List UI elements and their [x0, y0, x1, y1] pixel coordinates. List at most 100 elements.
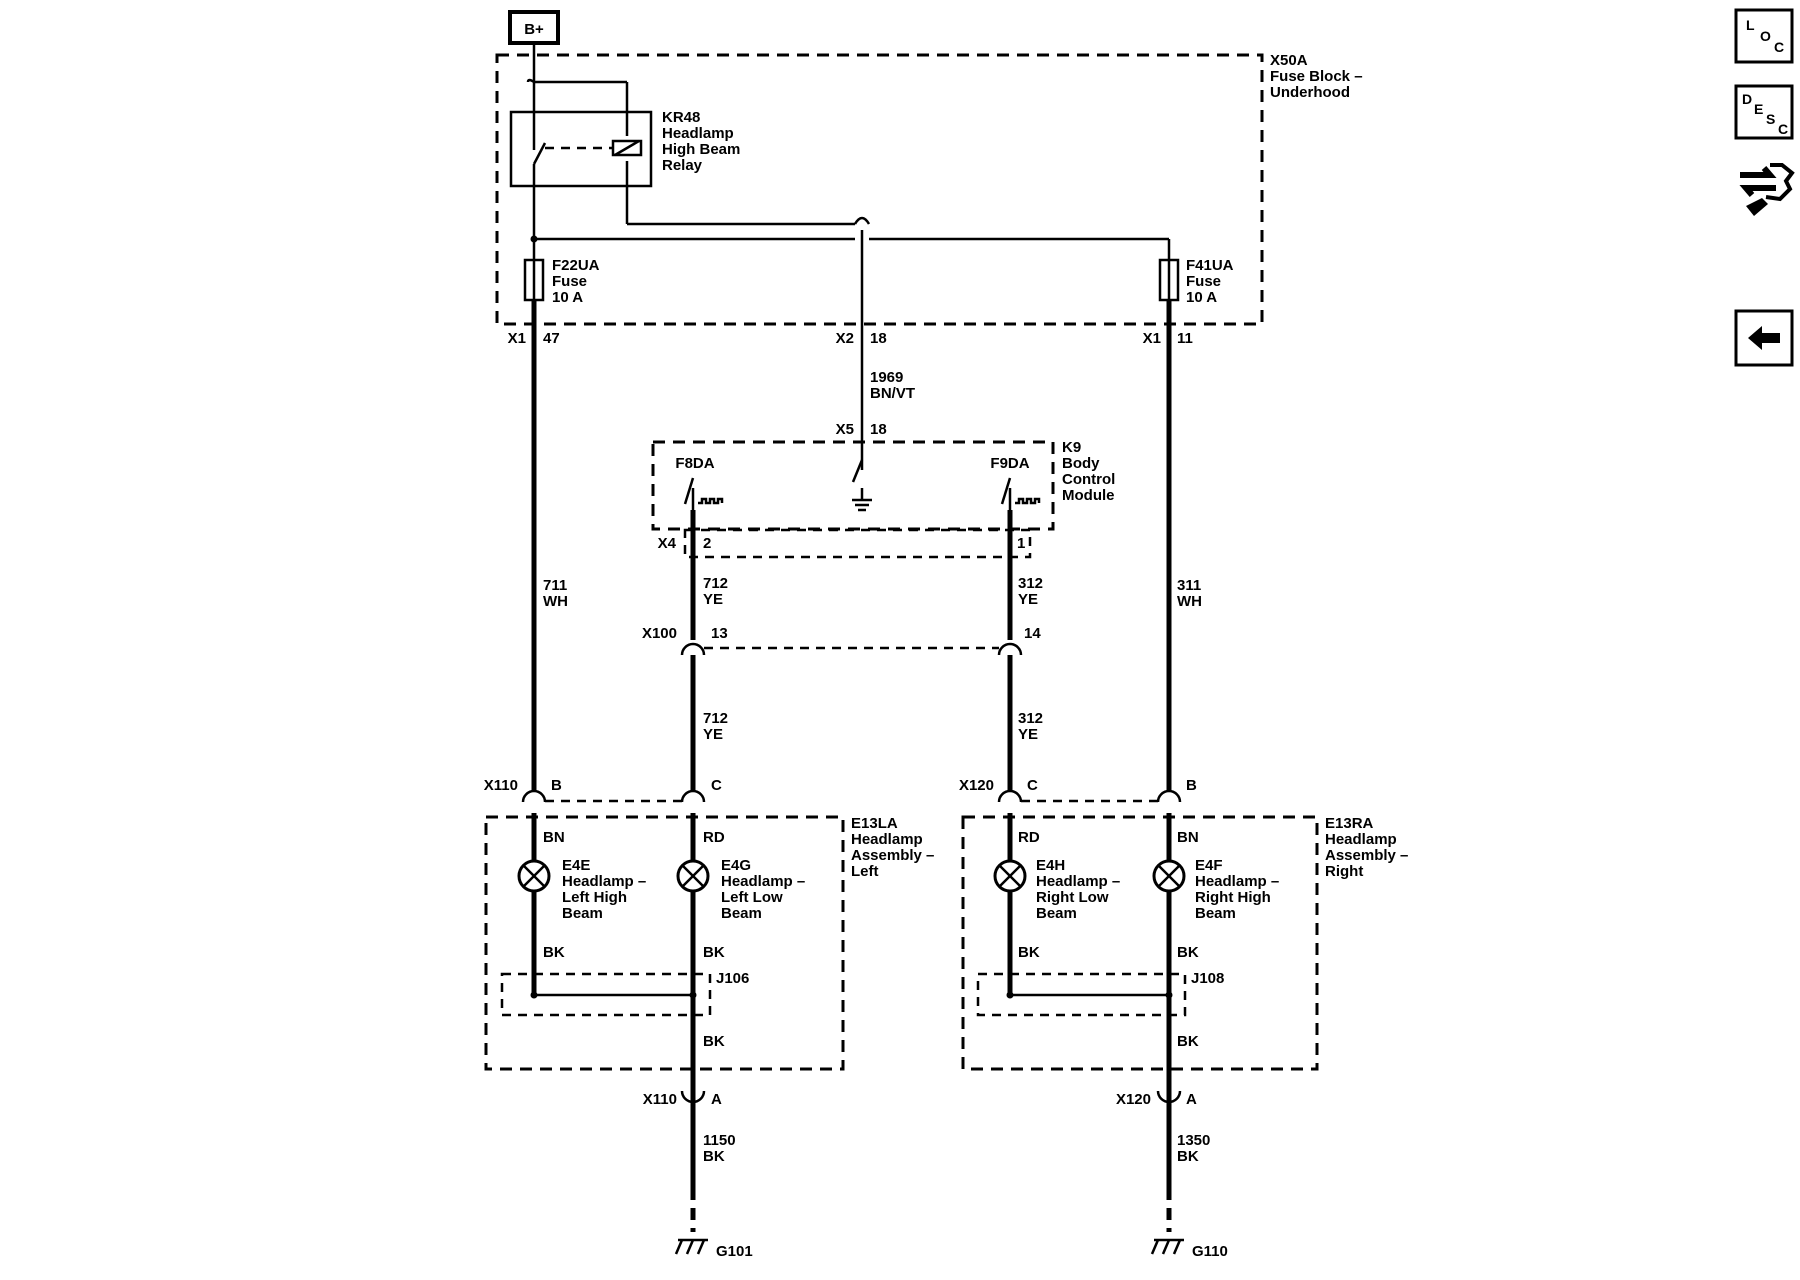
fuse-right-rating: 10 A: [1186, 289, 1217, 306]
headlamp-high-beam-relay: KR48 Headlamp High Beam Relay: [509, 109, 740, 188]
left-low-beam-lamp: E4G Headlamp – Left Low Beam: [676, 857, 805, 922]
wire-labels: 711 WH 712 YE 312 YE 311 WH 712 YE 312 Y…: [543, 575, 1202, 743]
svg-text:BN: BN: [1177, 829, 1199, 846]
right-low-beam-lamp: E4H Headlamp – Right Low Beam: [993, 857, 1120, 922]
bcm-x4-pins: X4 2 1: [658, 535, 1026, 552]
svg-text:BK: BK: [1177, 1148, 1199, 1165]
svg-text:WH: WH: [543, 593, 568, 610]
description-button[interactable]: D E S C: [1734, 84, 1794, 140]
left-high-beam-lamp: E4E Headlamp – Left High Beam: [517, 857, 646, 922]
battery-supply: B+: [508, 10, 560, 45]
svg-text:E13LA: E13LA: [851, 815, 898, 832]
svg-text:D: D: [1742, 91, 1752, 107]
svg-text:E4E: E4E: [562, 857, 590, 874]
fuse-block-label: X50A Fuse Block – Underhood: [1270, 52, 1363, 101]
location-button[interactable]: L O C: [1734, 8, 1794, 64]
connector-x120: X120 C B: [959, 777, 1197, 803]
svg-text:YE: YE: [1018, 726, 1038, 743]
svg-text:O: O: [1760, 28, 1771, 44]
svg-text:Right Low: Right Low: [1036, 889, 1109, 906]
svg-text:S: S: [1766, 111, 1775, 127]
svg-text:1150: 1150: [703, 1132, 736, 1149]
ground-connector-right: X120 A 1350 BK: [1116, 1080, 1210, 1232]
svg-text:Right High: Right High: [1195, 889, 1271, 906]
svg-text:Headlamp –: Headlamp –: [721, 873, 805, 890]
fuse-block-name2: Underhood: [1270, 84, 1350, 101]
bcm-left-driver-label: F8DA: [675, 455, 714, 472]
svg-text:BN: BN: [543, 829, 565, 846]
splice-j108: J108: [976, 970, 1224, 1017]
bcm-x4-connector: [683, 528, 1032, 559]
svg-text:BK: BK: [703, 1033, 725, 1050]
ground-g110: G110: [1150, 1238, 1228, 1260]
svg-text:E4F: E4F: [1195, 857, 1223, 874]
connector-x110: X110 B C: [484, 777, 722, 803]
svg-text:J106: J106: [716, 970, 749, 987]
ground-g101: G101: [674, 1238, 753, 1260]
back-button[interactable]: [1734, 309, 1794, 367]
svg-text:C: C: [711, 777, 722, 794]
svg-text:312: 312: [1018, 710, 1043, 727]
svg-text:312: 312: [1018, 575, 1043, 592]
svg-text:Control: Control: [1062, 471, 1115, 488]
svg-text:712: 712: [703, 710, 728, 727]
relay-name-2: High Beam: [662, 141, 740, 158]
relay-name-3: Relay: [662, 157, 703, 174]
svg-text:Assembly –: Assembly –: [1325, 847, 1408, 864]
svg-text:BK: BK: [1018, 944, 1040, 961]
svg-text:YE: YE: [703, 591, 723, 608]
fuse-block-pins: X1 47 X2 18 X1 11: [508, 330, 1193, 347]
left-assembly-wiring: BN RD BK BK BK: [530, 813, 725, 1080]
right-assembly-label: E13RA Headlamp Assembly – Right: [1325, 815, 1408, 880]
svg-text:311: 311: [1177, 577, 1201, 594]
svg-text:Beam: Beam: [562, 905, 603, 922]
inline-connector-x100: X100 13 14: [642, 625, 1041, 656]
fuse-left-type: Fuse: [552, 273, 587, 290]
svg-text:E4G: E4G: [721, 857, 751, 874]
right-assembly-boundary: [961, 815, 1319, 1071]
main-wires: [531, 300, 1172, 790]
svg-text:C: C: [1778, 121, 1788, 137]
ground-connector-left: X110 A 1150 BK: [643, 1080, 736, 1232]
svg-text:47: 47: [543, 330, 560, 347]
svg-text:WH: WH: [1177, 593, 1202, 610]
svg-text:E13RA: E13RA: [1325, 815, 1374, 832]
svg-text:Headlamp: Headlamp: [851, 831, 923, 848]
svg-text:BK: BK: [703, 944, 725, 961]
svg-text:BN/VT: BN/VT: [870, 385, 915, 402]
fuse-left-id: F22UA: [552, 257, 600, 274]
svg-text:B: B: [1186, 777, 1197, 794]
svg-text:Left: Left: [851, 863, 879, 880]
svg-text:1: 1: [1017, 535, 1025, 552]
svg-text:Headlamp –: Headlamp –: [1195, 873, 1279, 890]
ground-g110-label: G110: [1192, 1243, 1228, 1260]
svg-text:K9: K9: [1062, 439, 1081, 456]
svg-text:18: 18: [870, 330, 887, 347]
svg-text:711: 711: [543, 577, 567, 594]
svg-text:13: 13: [711, 625, 728, 642]
supply-wiring: [526, 43, 1169, 470]
fuse-right-id: F41UA: [1186, 257, 1234, 274]
svg-text:J108: J108: [1191, 970, 1224, 987]
svg-text:2: 2: [703, 535, 711, 552]
bcm-label: K9 Body Control Module: [1062, 439, 1115, 504]
svg-text:E4H: E4H: [1036, 857, 1065, 874]
svg-text:C: C: [1027, 777, 1038, 794]
connector-tools-icon[interactable]: [1739, 163, 1795, 216]
svg-text:712: 712: [703, 575, 728, 592]
relay-name-1: Headlamp: [662, 125, 734, 142]
svg-text:Headlamp –: Headlamp –: [1036, 873, 1120, 890]
svg-text:Right: Right: [1325, 863, 1363, 880]
bcm-internal: F8DA F9DA: [675, 455, 1041, 512]
svg-text:Assembly –: Assembly –: [851, 847, 934, 864]
svg-text:Left High: Left High: [562, 889, 627, 906]
svg-text:YE: YE: [1018, 591, 1038, 608]
svg-text:RD: RD: [703, 829, 725, 846]
svg-text:YE: YE: [703, 726, 723, 743]
svg-text:RD: RD: [1018, 829, 1040, 846]
svg-text:18: 18: [870, 421, 887, 438]
svg-text:Headlamp –: Headlamp –: [562, 873, 646, 890]
fuse-f41ua: F41UA Fuse 10 A: [1158, 239, 1234, 306]
svg-text:X1: X1: [508, 330, 526, 347]
